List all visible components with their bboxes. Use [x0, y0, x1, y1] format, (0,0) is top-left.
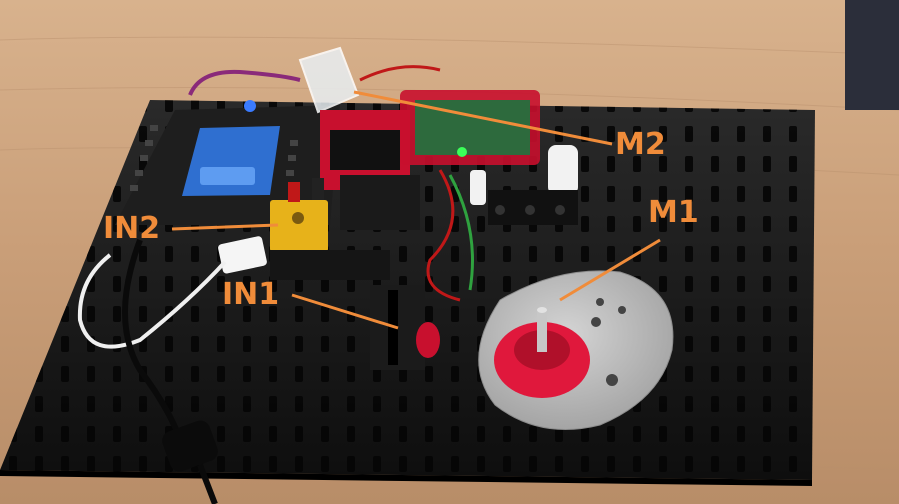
black-plug [312, 178, 324, 200]
metal-shaft [537, 310, 547, 352]
controller-blue-led [244, 100, 256, 112]
servo-screw-3 [555, 205, 565, 215]
black-rail-horizontal [270, 250, 390, 280]
callout-line-m2 [353, 90, 613, 146]
callout-line-in2 [171, 223, 279, 231]
purple-wire [188, 69, 301, 96]
yellow-sensor-block [270, 200, 328, 252]
green-led [457, 147, 467, 157]
disk-hole-3 [596, 298, 604, 306]
transparent-block [298, 46, 360, 114]
wires-bundle [426, 169, 461, 302]
disk-hole-4 [618, 306, 626, 314]
cable-ferrite [162, 420, 218, 472]
red-wire-top [359, 65, 441, 82]
white-connector-mid [470, 170, 486, 205]
white-cable [77, 253, 227, 349]
servo-screw-2 [525, 205, 535, 215]
dark-corner [845, 0, 899, 110]
disk-hole-1 [591, 317, 601, 327]
callout-line-in1 [291, 293, 399, 330]
black-cable-end [197, 463, 218, 504]
black-cable [122, 238, 183, 441]
green-wire [448, 174, 474, 291]
disk-hole-2 [606, 374, 618, 386]
black-block-1 [330, 130, 400, 170]
servo-screw-1 [495, 205, 505, 215]
controller-sockets [130, 125, 298, 191]
shaft-top [537, 307, 547, 313]
black-block-2 [340, 175, 420, 230]
yellow-block-hole [292, 212, 304, 224]
usb-plug [218, 236, 267, 274]
controller-screen-button [200, 167, 255, 185]
red-knob [416, 322, 440, 358]
callout-line-m1 [559, 238, 661, 302]
red-plug [288, 182, 300, 202]
callout-lines [171, 90, 661, 330]
white-connector-right [548, 145, 578, 195]
